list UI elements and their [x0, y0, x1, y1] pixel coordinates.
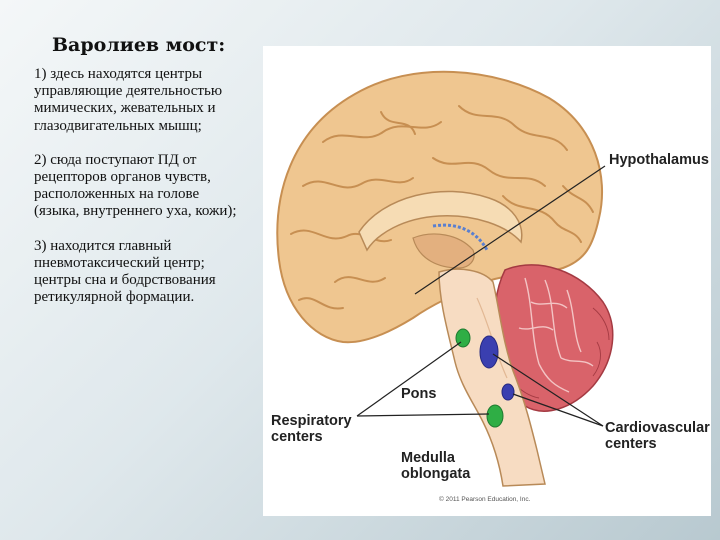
- copyright-notice: © 2011 Pearson Education, Inc.: [439, 496, 531, 503]
- label-hypothalamus: Hypothalamus: [609, 152, 709, 168]
- brain-illustration: Hypothalamus Pons Respiratory centers Ca…: [263, 46, 711, 516]
- gyri: [290, 105, 594, 310]
- slide-body: 1) здесь находятся центры управляющие де…: [34, 66, 248, 306]
- brain-diagram: [276, 70, 614, 487]
- thalamus: [412, 233, 475, 269]
- label-medulla-oblongata: Medulla oblongata: [401, 450, 471, 482]
- corpus-callosum: [358, 190, 523, 252]
- cardiovascular-center-pons: [479, 335, 499, 369]
- brainstem: [438, 268, 546, 487]
- point-3: 3) находится главный пневмотаксический ц…: [34, 237, 216, 306]
- cardiovascular-center-medulla: [501, 383, 515, 401]
- label-pons: Pons: [401, 386, 437, 402]
- respiratory-center-lower: [486, 404, 504, 428]
- slide-title: Варолиев мост:: [52, 34, 226, 56]
- point-2: 2) сюда поступают ПД от рецепторов орган…: [34, 151, 237, 220]
- point-1: 1) здесь находятся центры управляющие де…: [34, 66, 223, 134]
- label-respiratory-centers: Respiratory centers: [271, 413, 352, 445]
- label-cardiovascular-centers: Cardiovascular centers: [605, 420, 710, 452]
- leader-lines: [356, 165, 606, 427]
